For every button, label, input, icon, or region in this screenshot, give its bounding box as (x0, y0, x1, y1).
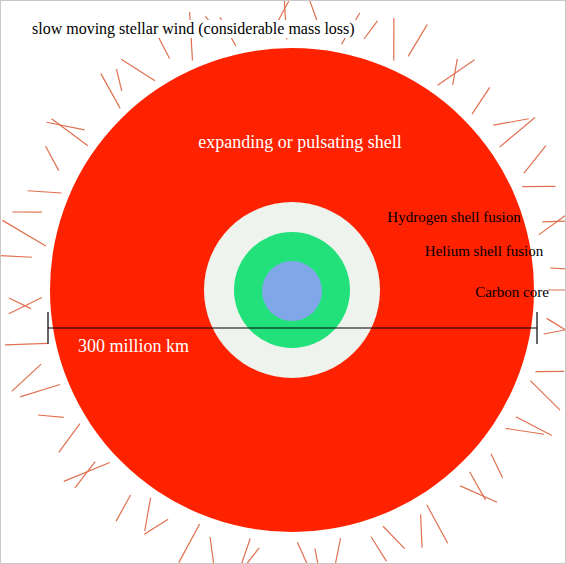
wind-ray (383, 526, 405, 548)
wind-ray (371, 537, 386, 561)
wind-ray (535, 371, 564, 372)
wind-ray (524, 146, 546, 174)
wind-ray (421, 514, 422, 547)
shell-circle (50, 48, 534, 532)
shell-outline (262, 261, 322, 321)
wind-ray (548, 289, 566, 290)
wind-ray (364, 21, 378, 39)
wind-ray (500, 117, 535, 147)
wind-ray (38, 415, 64, 417)
wind-ray (522, 186, 555, 188)
wind-ray (506, 428, 544, 434)
wind-ray (331, 538, 340, 564)
helium-shell: Helium shell fusionCarbon core (234, 232, 350, 348)
dimension-line (48, 327, 537, 328)
wind-ray (491, 454, 503, 478)
shell-label: Helium shell fusion (425, 243, 543, 260)
wind-ray (547, 318, 566, 338)
wind-ray (116, 495, 130, 521)
shell-circle (234, 232, 350, 348)
hydrogen-shell: Hydrogen shell fusionHelium shell fusion… (204, 202, 380, 378)
dimension-tick (536, 312, 537, 344)
wind-ray (9, 298, 42, 314)
shell-label: Hydrogen shell fusion (387, 209, 520, 226)
wind-ray (550, 268, 566, 270)
wind-ray (12, 211, 42, 212)
wind-ray (472, 87, 490, 114)
wind-ray (116, 69, 121, 91)
wind-ray (315, 548, 322, 564)
wind-ray (238, 538, 250, 564)
dimension-label: 300 million km (76, 336, 191, 357)
wind-ray (28, 191, 62, 193)
wind-ray (145, 498, 151, 531)
expanding-shell: expanding or pulsating shellHydrogen she… (50, 48, 534, 532)
stellar-wind-note: slow moving stellar wind (considerable m… (30, 20, 357, 38)
wind-ray (493, 119, 528, 125)
shell-circle (262, 261, 322, 321)
wind-ray (539, 209, 566, 235)
wind-ray (45, 146, 58, 171)
wind-ray (393, 18, 394, 61)
wind-ray (20, 384, 60, 396)
wind-ray (0, 256, 32, 258)
shell-label: Carbon core (475, 284, 549, 301)
wind-ray (460, 486, 497, 502)
wind-ray (144, 519, 168, 534)
wind-ray (408, 25, 427, 57)
wind-ray (297, 542, 312, 564)
wind-ray (59, 424, 80, 453)
wind-ray (9, 298, 31, 309)
wind-ray (101, 74, 120, 109)
wind-ray (427, 505, 448, 543)
wind-ray (542, 221, 566, 222)
wind-ray (121, 59, 155, 81)
shell-circle (204, 202, 380, 378)
carbon-core: Carbon core (262, 261, 322, 321)
wind-ray (530, 381, 560, 411)
wind-ray (179, 524, 200, 563)
wind-ray (47, 122, 85, 130)
shell-label: expanding or pulsating shell (198, 132, 401, 153)
wind-ray (5, 343, 47, 344)
wind-ray (52, 119, 88, 146)
wind-ray (75, 462, 95, 488)
wind-ray (2, 220, 45, 246)
wind-ray (210, 537, 215, 564)
wind-ray (12, 364, 41, 391)
wind-ray (544, 329, 566, 335)
dimension-tick (47, 312, 48, 344)
wind-ray (453, 59, 458, 85)
